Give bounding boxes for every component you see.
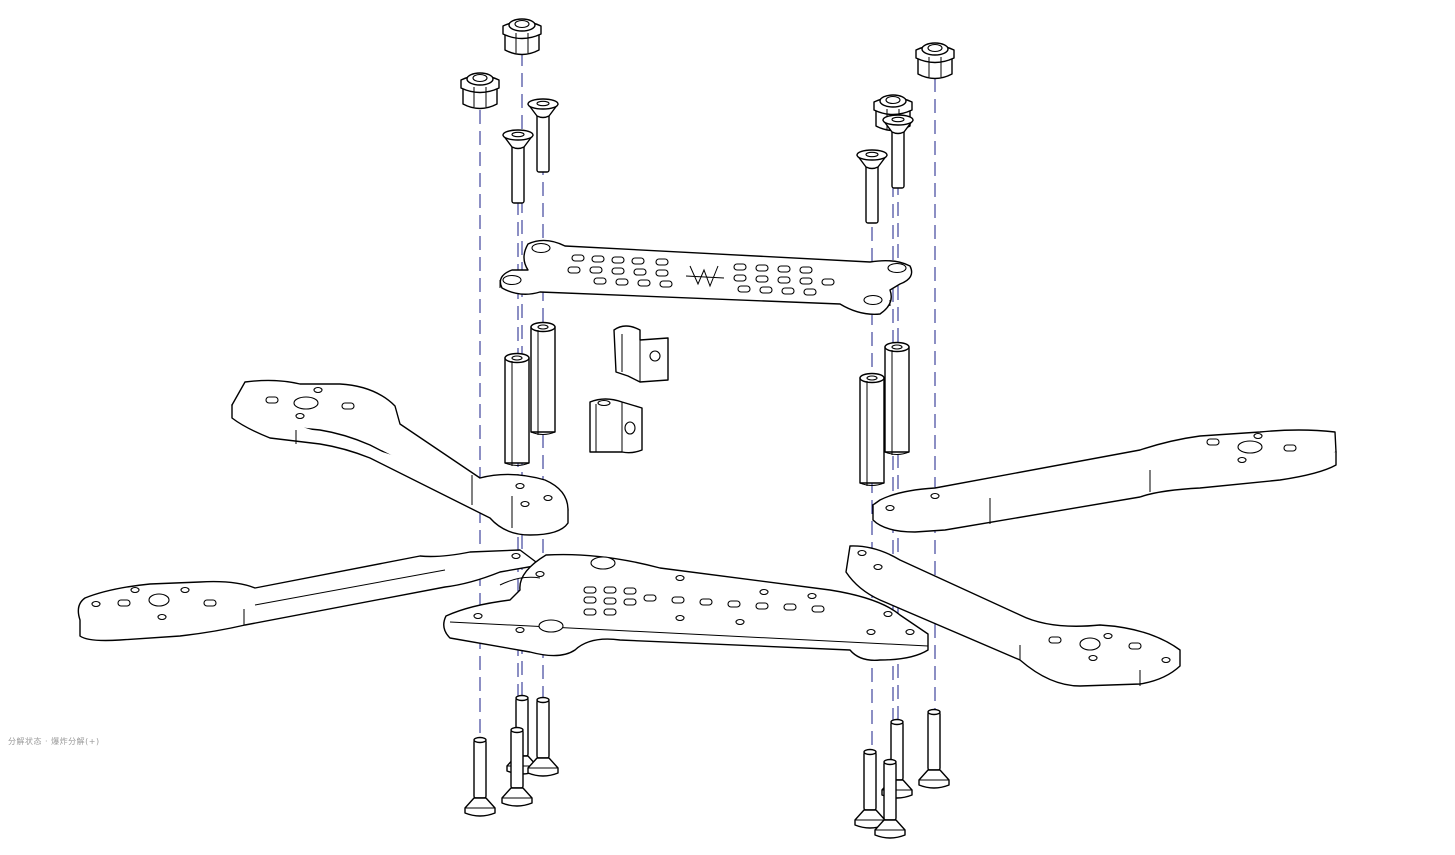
top-plate-logo-icon [685,265,725,288]
top-plate [499,239,913,315]
antenna-mount-lower [589,398,643,454]
bottom-frame-plate [77,545,1181,687]
upper-left-arm [231,379,569,536]
antenna-mount-upper [613,325,669,383]
top-screws [502,98,914,224]
drawing-caption: 分解状态 · 爆炸分解(+) [8,737,100,746]
standoffs [504,321,910,487]
bottom-screws [464,694,950,839]
upper-right-arm [872,429,1337,533]
